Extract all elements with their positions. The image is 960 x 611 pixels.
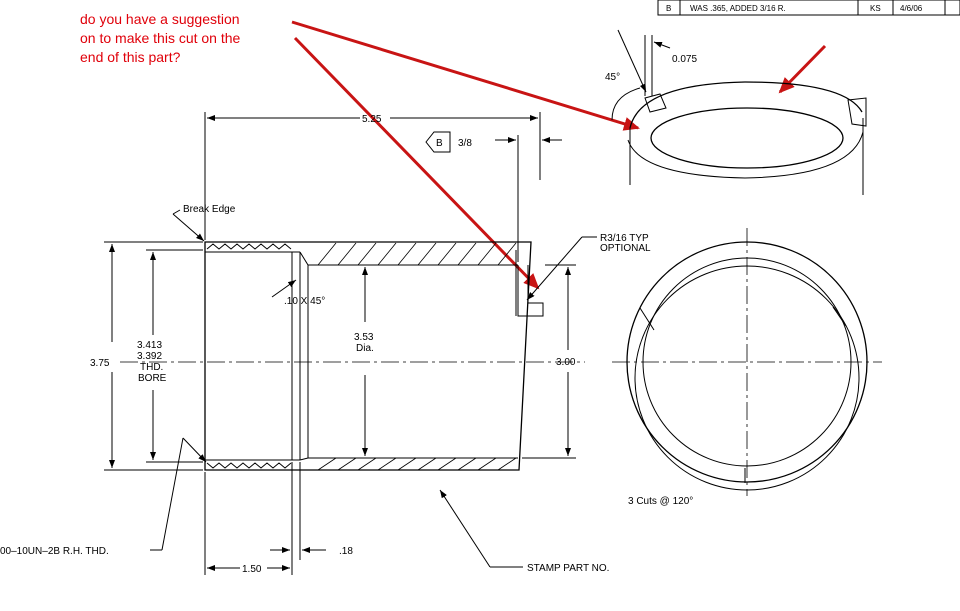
- revision-by: KS: [870, 4, 881, 13]
- inner-diameter-label: Dia.: [356, 343, 374, 354]
- end-view: 3 Cuts @ 120°: [612, 228, 882, 507]
- question-line-3: end of this part?: [80, 49, 181, 65]
- bore-label: BORE: [138, 373, 167, 384]
- outer-diameter-value: 3.75: [90, 358, 110, 369]
- lower-hatch: [317, 457, 517, 471]
- overall-length-value: 5.25: [362, 114, 382, 125]
- detail-chamfer-value: 0.075: [672, 54, 697, 65]
- thread-major-1: 3.413: [137, 340, 162, 351]
- question-line-2: on to make this cut on the: [80, 30, 241, 46]
- revision-block: B WAS .365, ADDED 3/16 R. KS 4/6/06: [657, 0, 960, 16]
- thread-major-2: 3.392: [137, 351, 162, 362]
- question-annotation: do you have a suggestion on to make this…: [80, 11, 827, 290]
- red-arrow-to-rim: [778, 44, 827, 94]
- end-diameter-value: 3.00: [556, 357, 576, 368]
- radius-optional: OPTIONAL: [600, 243, 651, 254]
- part-outline: [204, 241, 532, 471]
- thread-spec-label: 00–10UN–2B R.H. THD.: [0, 546, 109, 557]
- break-edge-label: Break Edge: [183, 204, 236, 215]
- revision-flag: B: [436, 138, 443, 149]
- cut-depth-value: 3/8: [458, 138, 472, 149]
- groove-width-value: .18: [339, 546, 353, 557]
- thread-label: THD.: [140, 362, 163, 373]
- thread-length-value: 1.50: [242, 564, 262, 575]
- inner-diameter-value: 3.53: [354, 332, 374, 343]
- revision-description: WAS .365, ADDED 3/16 R.: [690, 4, 786, 13]
- stamp-note: STAMP PART NO.: [527, 563, 609, 574]
- upper-thread: [206, 243, 292, 250]
- lower-thread: [206, 462, 292, 469]
- revision-date: 4/6/06: [900, 4, 923, 13]
- section-view: 5.25 B 3/8 Break Edge R3/16 TYP OPTIONAL…: [0, 112, 651, 575]
- cuts-note: 3 Cuts @ 120°: [628, 496, 693, 507]
- detail-bore-ellipse: [650, 107, 844, 169]
- detail-view: 0.075 45°: [605, 29, 867, 195]
- revision-letter: B: [666, 4, 671, 13]
- detail-angle-value: 45°: [605, 72, 620, 83]
- red-arrow-to-section: [293, 36, 540, 290]
- chamfer-note: .10 X 45°: [284, 296, 325, 307]
- radius-note: R3/16 TYP: [600, 233, 649, 244]
- red-arrow-to-detail: [291, 20, 640, 131]
- revision-triangle: [425, 131, 451, 153]
- question-line-1: do you have a suggestion: [80, 11, 240, 27]
- upper-hatch: [317, 242, 517, 266]
